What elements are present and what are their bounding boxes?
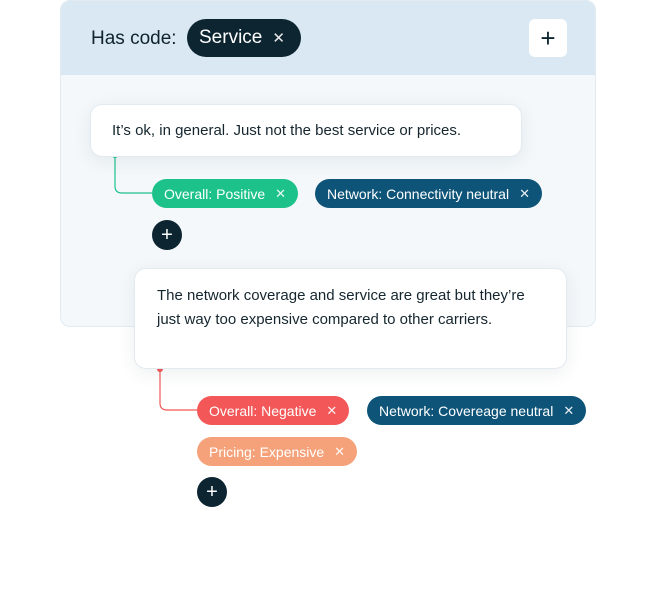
plus-icon: + bbox=[206, 481, 218, 503]
tag-label: Overall: Negative bbox=[209, 402, 317, 419]
code-chip-label: Service bbox=[199, 27, 263, 48]
connector-line-1 bbox=[114, 155, 152, 194]
connector-line-2 bbox=[159, 369, 197, 411]
close-icon[interactable]: ✕ bbox=[519, 186, 530, 201]
has-code-label: Has code: bbox=[91, 28, 177, 49]
tag-label: Network: Connectivity neutral bbox=[327, 185, 510, 202]
comment-text: It’s ok, in general. Just not the best s… bbox=[112, 122, 462, 139]
tag-network-coverage[interactable]: Network: Covereage neutral ✕ bbox=[367, 396, 587, 425]
tag-overall-positive[interactable]: Overall: Positive ✕ bbox=[152, 179, 299, 208]
close-icon[interactable]: ✕ bbox=[563, 403, 575, 418]
add-tag-button[interactable]: + bbox=[197, 477, 227, 507]
tag-label: Overall: Positive bbox=[164, 185, 266, 202]
comment-text: The network coverage and service are gre… bbox=[157, 287, 525, 328]
tag-overall-negative[interactable]: Overall: Negative ✕ bbox=[197, 396, 350, 425]
code-chip-service[interactable]: Service ✕ bbox=[187, 19, 301, 57]
close-icon[interactable]: ✕ bbox=[275, 186, 287, 201]
plus-icon: + bbox=[161, 224, 173, 246]
add-tag-button[interactable]: + bbox=[152, 220, 182, 250]
close-icon[interactable]: ✕ bbox=[272, 29, 285, 47]
comment-bubble-2: The network coverage and service are gre… bbox=[134, 268, 567, 369]
tag-network-connectivity[interactable]: Network: Connectivity neutral ✕ bbox=[315, 179, 542, 208]
tag-pricing-expensive[interactable]: Pricing: Expensive ✕ bbox=[197, 437, 358, 466]
card-header: Has code: Service ✕ + bbox=[61, 1, 595, 75]
close-icon[interactable]: ✕ bbox=[334, 444, 346, 459]
close-icon[interactable]: ✕ bbox=[326, 403, 338, 418]
plus-icon: + bbox=[540, 23, 556, 53]
tag-label: Network: Covereage neutral bbox=[379, 402, 554, 419]
tag-label: Pricing: Expensive bbox=[209, 443, 325, 460]
comment-bubble-1: It’s ok, in general. Just not the best s… bbox=[90, 104, 522, 157]
add-code-button[interactable]: + bbox=[529, 19, 567, 57]
